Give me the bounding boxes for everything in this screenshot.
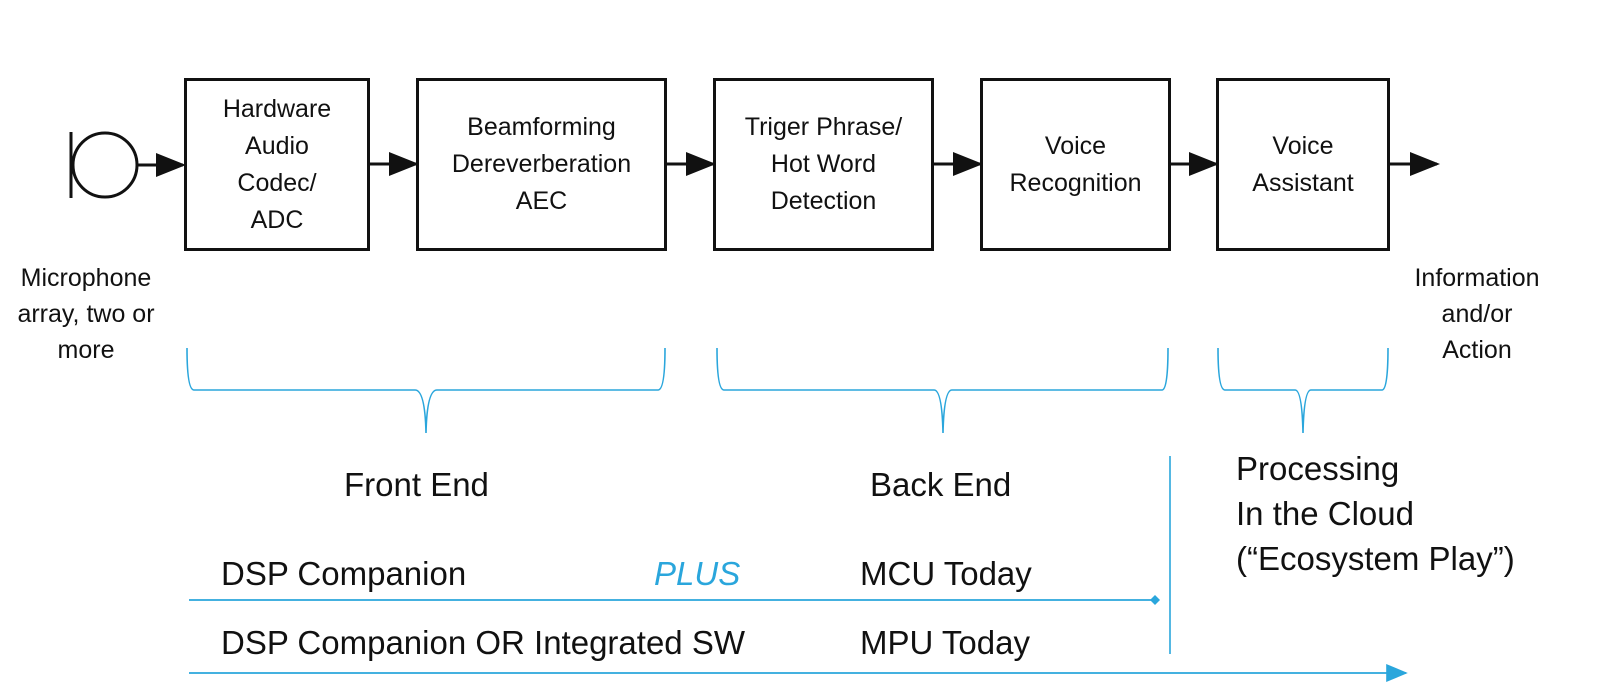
bracket-cloud [1217, 347, 1389, 434]
cloud-processing-label: Processing In the Cloud (“Ecosystem Play… [1236, 450, 1515, 577]
timeline-row1-end-marker [1150, 595, 1160, 605]
row2-left-label: DSP Companion OR Integrated SW [221, 624, 745, 661]
block-voice-recognition: Voice Recognition [980, 78, 1171, 251]
row1-left-label: DSP Companion [221, 555, 467, 592]
bracket-front-end [186, 347, 666, 434]
row1-right-label: MCU Today [860, 555, 1032, 592]
front-end-label: Front End [344, 466, 489, 503]
input-label: Microphone array, two or more [17, 264, 155, 364]
row2-right-label: MPU Today [860, 624, 1030, 661]
microphone-icon [69, 131, 139, 199]
output-label: Information and/or Action [1414, 264, 1540, 364]
block-hardware-codec: Hardware Audio Codec/ ADC [184, 78, 370, 251]
back-end-label: Back End [870, 466, 1012, 503]
block-trigger-detection: Triger Phrase/ Hot Word Detection [713, 78, 934, 251]
row1-plus-label: PLUS [654, 555, 741, 592]
bracket-back-end [716, 347, 1169, 434]
block-voice-assistant: Voice Assistant [1216, 78, 1390, 251]
block-beamforming: Beamforming Dereverberation AEC [416, 78, 667, 251]
